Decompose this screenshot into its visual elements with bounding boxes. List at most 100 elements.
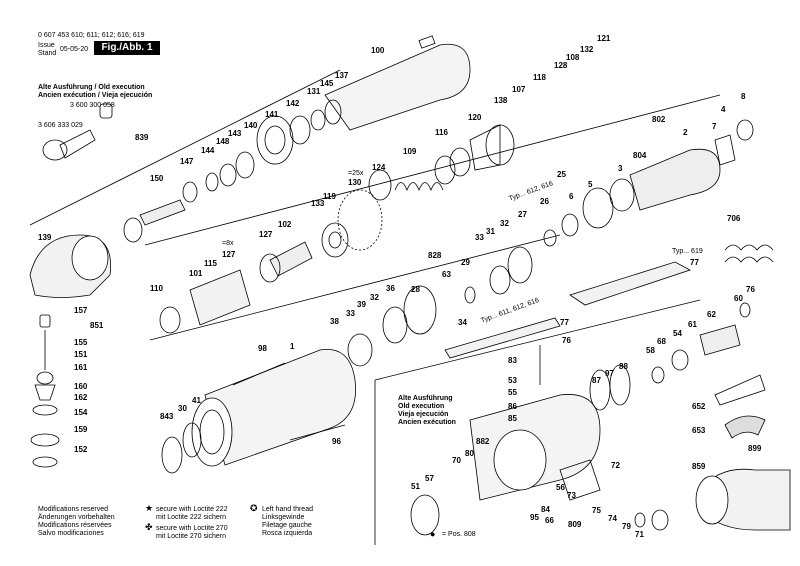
label-86: 86: [508, 402, 517, 411]
label-74: 74: [608, 514, 617, 523]
label-1: 1: [290, 342, 295, 351]
label-138: 138: [494, 96, 508, 105]
stand-label: Stand: [38, 50, 57, 57]
left-thread-line3: Filetage gauche: [262, 522, 312, 529]
label-809: 809: [568, 520, 582, 529]
label-88: 88: [619, 362, 628, 371]
label-100: 100: [371, 46, 385, 55]
label-127b: 127: [222, 250, 236, 259]
label-55: 55: [508, 388, 517, 397]
label-6: 6: [569, 192, 574, 201]
label-144: 144: [201, 146, 215, 155]
label-31: 31: [486, 227, 495, 236]
label-160: 160: [74, 382, 88, 391]
mod-line2: Änderungen vorbehalten: [38, 514, 115, 521]
label-147: 147: [180, 157, 194, 166]
old-exec2-line3: Vieja ejecución: [398, 411, 449, 418]
label-154: 154: [74, 408, 88, 417]
label-142: 142: [286, 99, 300, 108]
mod-line1: Modifications reserved: [38, 506, 109, 513]
label-145: 145: [320, 79, 334, 88]
label-30: 30: [178, 404, 187, 413]
label-54-right: 54: [673, 329, 682, 338]
label-882: 882: [476, 437, 490, 446]
label-34: 34: [458, 318, 467, 327]
label-159: 159: [74, 425, 88, 434]
label-28: 28: [411, 285, 420, 294]
label-60: 60: [734, 294, 743, 303]
label-71: 71: [635, 530, 644, 539]
old-exec2-line4: Ancien exécution: [398, 419, 456, 426]
label-76-mid: 76: [562, 336, 571, 345]
label-32b: 32: [370, 293, 379, 302]
label-26: 26: [540, 197, 549, 206]
label-33b: 33: [346, 309, 355, 318]
label-39: 39: [357, 300, 366, 309]
label-118: 118: [533, 73, 546, 82]
label-75: 75: [592, 506, 601, 515]
label-58: 58: [646, 346, 655, 355]
label-120: 120: [468, 113, 482, 122]
x25-annotation: =25x: [348, 170, 364, 177]
label-36: 36: [386, 284, 395, 293]
label-87: 87: [592, 376, 601, 385]
label-101: 101: [189, 269, 203, 278]
label-706: 706: [727, 214, 741, 223]
label-843: 843: [160, 412, 174, 421]
label-4: 4: [721, 105, 726, 114]
label-3: 3: [618, 164, 623, 173]
label-97: 97: [605, 369, 614, 378]
label-85: 85: [508, 414, 517, 423]
label-653: 653: [692, 426, 706, 435]
label-77-top: 77: [690, 258, 699, 267]
label-128: 128: [554, 61, 568, 70]
label-56: 56: [556, 483, 565, 492]
label-155: 155: [74, 338, 88, 347]
label-140: 140: [244, 121, 258, 130]
label-157: 157: [74, 306, 88, 315]
label-132: 132: [580, 45, 594, 54]
label-115: 115: [204, 259, 217, 268]
issue-date: 05-05-20: [60, 46, 89, 53]
left-thread-line4: Rosca izquierda: [262, 530, 313, 537]
label-161: 161: [74, 363, 88, 372]
old-exec2-line2: Old execution: [398, 403, 445, 410]
label-851: 851: [90, 321, 104, 330]
label-61: 61: [688, 320, 697, 329]
label-828: 828: [428, 251, 442, 260]
label-152: 152: [74, 445, 88, 454]
label-80: 80: [465, 449, 474, 458]
left-thread-icon: ✪: [250, 503, 258, 513]
label-41: 41: [192, 396, 201, 405]
label-29: 29: [461, 258, 470, 267]
typ-619: Typ... 619: [672, 248, 703, 255]
label-148: 148: [216, 137, 230, 146]
label-162: 162: [74, 393, 88, 402]
label-127: 127: [259, 230, 273, 239]
loctite270-line1: secure with Loctite 270: [156, 525, 228, 532]
label-141: 141: [265, 110, 279, 119]
issue-label: Issue: [38, 42, 55, 49]
label-63: 63: [442, 270, 451, 279]
loctite270-line2: mit Loctite 270 sichern: [156, 533, 227, 540]
label-84: 84: [541, 505, 550, 514]
label-130: 130: [348, 178, 362, 187]
label-76-right: 76: [746, 285, 755, 294]
label-102: 102: [278, 220, 292, 229]
label-53: 53: [508, 376, 517, 385]
label-27: 27: [518, 210, 527, 219]
old-exec-pn2: 3 606 333 029: [38, 122, 83, 129]
label-119: 119: [323, 192, 336, 201]
label-51: 51: [411, 482, 420, 491]
label-137: 137: [335, 71, 349, 80]
old-exec-line2: Ancien exécution / Vieja ejecución: [38, 92, 153, 99]
old-exec-pn1: 3 600 300 058: [70, 102, 115, 109]
label-8: 8: [741, 92, 746, 101]
label-124: 124: [372, 163, 386, 172]
part-numbers: 0 607 453 610; 611; 612; 616; 619: [38, 32, 145, 39]
label-802: 802: [652, 115, 666, 124]
label-110: 110: [150, 284, 163, 293]
label-859: 859: [692, 462, 706, 471]
